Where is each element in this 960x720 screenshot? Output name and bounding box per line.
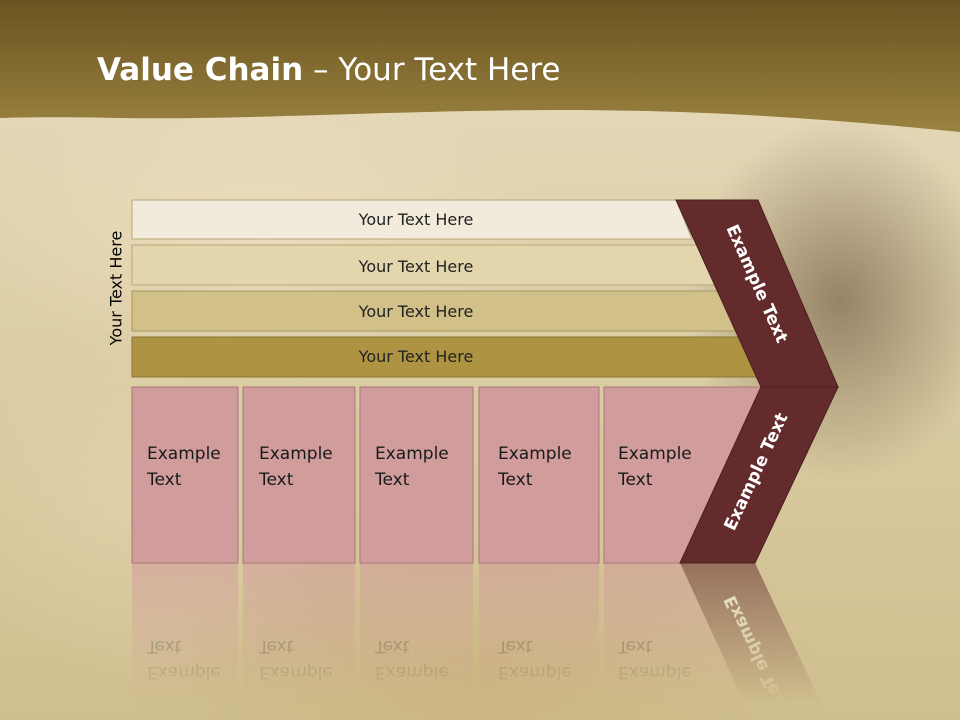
box-3-line1: Example (375, 444, 449, 464)
bar-1-label: Your Text Here (358, 210, 474, 229)
box-1-line2: Text (146, 470, 182, 490)
reflection-label: Example (498, 662, 572, 682)
title-bold: Value Chain (97, 52, 304, 88)
reflection-label: Text (146, 636, 182, 656)
box-1-line1: Example (147, 444, 221, 464)
box-3-line2: Text (374, 470, 410, 490)
reflection-label: Text (374, 636, 410, 656)
reflection-label: Text (617, 636, 653, 656)
slide-title: Value Chain – Your Text Here (97, 52, 560, 88)
box-4[interactable] (478, 386, 600, 564)
title-rest: – Your Text Here (303, 52, 561, 88)
bar-1[interactable] (131, 199, 693, 240)
title-banner (0, 0, 960, 132)
box-2-line2: Text (258, 470, 294, 490)
bar-2-label: Your Text Here (358, 257, 474, 276)
reflection-label: Example (259, 662, 333, 682)
box-2[interactable] (242, 386, 356, 564)
reflection-label: Example (147, 662, 221, 682)
reflection-label: Text (258, 636, 294, 656)
box-2-line1: Example (259, 444, 333, 464)
reflection-label: Example (375, 662, 449, 682)
box-4-line1: Example (498, 444, 572, 464)
bar-4-label: Your Text Here (358, 347, 474, 366)
reflection-label: Text (497, 636, 533, 656)
box-4-line2: Text (497, 470, 533, 490)
box-5-line1: Example (618, 444, 692, 464)
box-3[interactable] (359, 386, 474, 564)
bar-3-label: Your Text Here (358, 302, 474, 321)
chevron-bottom[interactable] (679, 386, 839, 564)
box-5-line2: Text (617, 470, 653, 490)
reflection-label: Example (618, 662, 692, 682)
box-1[interactable] (131, 386, 239, 564)
